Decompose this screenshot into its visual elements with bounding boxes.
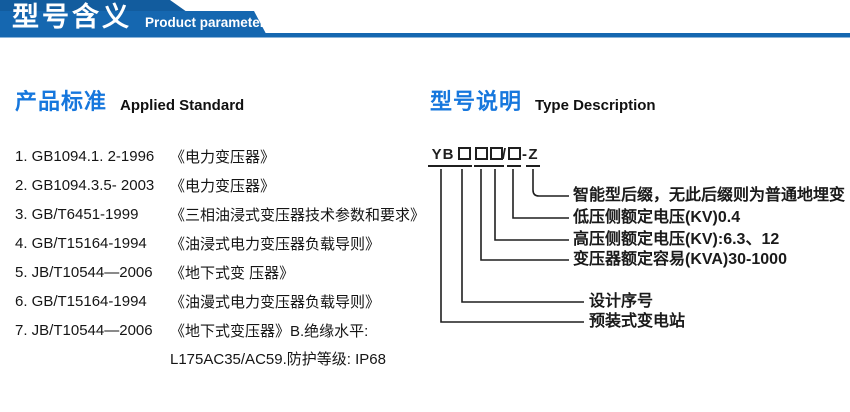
standards-section-heading: 产品标准 Applied Standard [15,84,244,116]
standard-item: 7. JB/T10544—2006 《地下式变压器》B.绝缘水平: [15,316,435,345]
standard-title: 《电力变压器》 [170,149,276,166]
model-label-hv-voltage: 高压侧额定电压(KV):6.3、12 [573,231,780,248]
box-icon [475,147,488,160]
model-heading-zh: 型号说明 [430,89,523,114]
model-code-dash: - [522,146,527,163]
standards-list: 1. GB1094.1. 2-1996 《电力变压器》 2. GB1094.3.… [15,142,435,374]
model-code-prefix: YB [428,147,458,167]
standard-code: 6. GB/T15164-1994 [15,293,147,310]
standard-code: 5. JB/T10544—2006 [15,264,153,281]
standard-item: 2. GB1094.3.5- 2003 《电力变压器》 [15,171,435,200]
standards-heading-zh: 产品标准 [15,89,108,114]
standard-item: 6. GB/T15164-1994 《油漫式电力变压器负载导则》 [15,287,435,316]
standard-title: 《三相油浸式变压器技术参数和要求》 [170,207,426,224]
banner-subtitle: Product parameters [145,15,273,30]
standard-code: 7. JB/T10544—2006 [15,322,153,339]
model-code-slash: / [501,146,507,163]
standard-title: 《油漫式电力变压器负载导则》 [170,294,381,311]
placeholder-box-3 [489,147,504,167]
banner-title: 型号含义 [12,2,132,32]
model-label-capacity: 变压器额定容易(KVA)30-1000 [573,251,787,268]
standard-code: 3. GB/T6451-1999 [15,206,139,223]
model-heading-en: Type Description [535,97,656,114]
box-icon [490,147,503,160]
box-icon [507,147,521,160]
standard-title: 《地下式变 压器》 [170,265,295,282]
standard-title: 《地下式变压器》B.绝缘水平: [170,323,369,340]
standard-code: 2. GB1094.3.5- 2003 [15,177,155,194]
model-label-smart-suffix: 智能型后缀，无此后缀则为普通地埋变 [573,187,846,204]
standard-item: 3. GB/T6451-1999 《三相油浸式变压器技术参数和要求》 [15,200,435,229]
model-section-heading: 型号说明 Type Description [430,84,656,116]
model-label-lv-voltage: 低压侧额定电压(KV)0.4 [573,209,741,226]
standard-item: 5. JB/T10544—2006 《地下式变 压器》 [15,258,435,287]
standard-item: 4. GB/T15164-1994 《油浸式电力变压器负载导则》 [15,229,435,258]
model-label-substation: 预装式变电站 [589,313,686,330]
header-banner: 型号含义 Product parameters [0,0,850,40]
standard-item-continuation: L175AC35/AC59.防护等级: IP68 [170,351,386,368]
placeholder-box-2 [474,147,489,167]
standard-code: 4. GB/T15164-1994 [15,235,147,252]
box-icon [457,147,471,160]
standard-item: 1. GB1094.1. 2-1996 《电力变压器》 [15,142,435,171]
standard-code: 1. GB1094.1. 2-1996 [15,148,155,165]
standards-heading-en: Applied Standard [120,97,245,114]
standard-title: 《电力变压器》 [170,178,276,195]
model-code-suffix: Z [526,147,540,167]
placeholder-box-4 [507,147,521,167]
placeholder-box-1 [456,147,472,167]
standard-title: 《油浸式电力变压器负载导则》 [170,236,381,253]
model-label-design-serial: 设计序号 [589,293,654,310]
banner-ribbon-shape [0,0,850,38]
